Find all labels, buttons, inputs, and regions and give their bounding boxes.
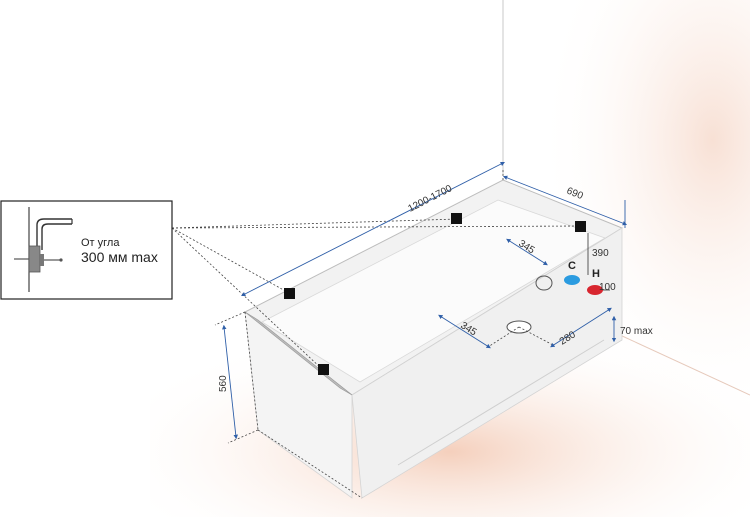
guide-height-top <box>214 311 246 326</box>
inset-caption-line2: 300 мм max <box>81 249 158 265</box>
anchor-point-left <box>284 288 295 299</box>
dim-gap-label: 70 max <box>620 326 653 337</box>
dim-line-width <box>502 175 628 226</box>
anchor-point-front <box>318 364 329 375</box>
bath-front-face <box>351 227 623 499</box>
dim-height-label: 560 <box>218 375 229 392</box>
guide-drain-280 <box>518 326 554 346</box>
dim-line-wall-345 <box>506 238 548 266</box>
dim-line-floor-345 <box>438 314 491 349</box>
inset-caption-line1: От угла <box>81 237 120 249</box>
hot-pipe-label: H <box>592 268 600 280</box>
hot-pipe-icon <box>587 285 603 295</box>
dim-line-height <box>222 324 238 440</box>
cold-pipe-icon <box>564 275 580 285</box>
anchor-point-top <box>451 213 462 224</box>
dimension-lines <box>222 161 628 440</box>
guide-floor-edge <box>257 429 363 499</box>
guide-height-bottom <box>227 429 259 444</box>
dim-line-280 <box>550 307 612 348</box>
anchor-point-right <box>575 221 586 232</box>
dim-pipe-spacing-label: 100 <box>599 282 616 293</box>
pipes: C H <box>564 233 610 295</box>
overflow-outlet <box>535 275 553 291</box>
cold-pipe-label: C <box>568 260 576 272</box>
wall-bracket-icon <box>14 207 73 292</box>
guide-inset-to-anchor-front <box>171 227 324 371</box>
inset-detail: От угла 300 мм max <box>0 200 173 300</box>
bath-front-shadow <box>397 339 605 466</box>
dim-pipe-height-label: 390 <box>592 248 609 259</box>
dim-line-length <box>240 161 506 297</box>
floor-wall-line <box>619 334 750 396</box>
